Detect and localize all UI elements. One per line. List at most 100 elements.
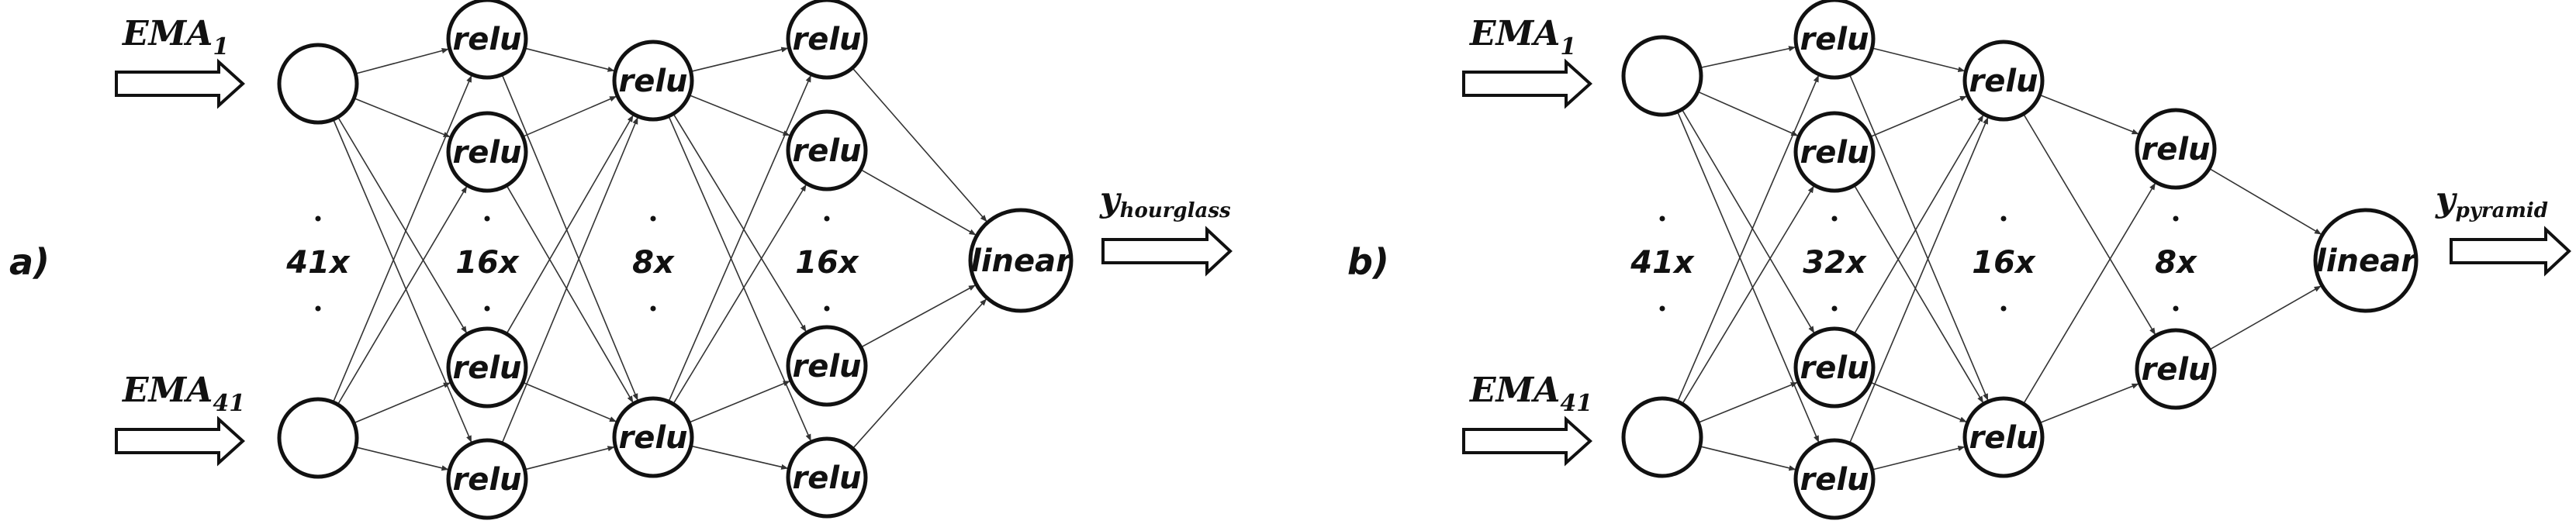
input-label-top: EMA1 [1468,14,1576,60]
connection-arrow [506,184,634,403]
layer-count: 8x [632,245,675,281]
layer-count: 16x [1972,245,2036,281]
hidden-node [786,109,868,191]
ellipsis-dot [2173,215,2179,222]
output-label: yhourglass [1099,180,1231,222]
input-arrow-bottom [1462,415,1592,467]
ellipsis-dot [650,215,656,222]
panel-a: EMA1 EMA41 a) 41x relu relu relu relu 16… [9,0,1233,520]
hidden-node [612,40,694,122]
input-label-top: EMA1 [121,14,229,60]
hidden-node [1793,111,1876,193]
node-label: relu [1800,462,1869,498]
connection-arrow [1681,109,1815,333]
connection-arrow [2022,182,2156,405]
input-arrow-top [115,58,245,109]
node-label: relu [2141,352,2210,388]
connection-arrow [1869,381,1967,422]
connection-arrow [2022,113,2156,336]
layer-count: 41x [1630,245,1695,281]
connection-arrow [688,381,790,423]
edges [332,47,987,471]
connection-arrow [1853,115,1984,335]
layer-count: 16x [455,245,520,281]
connection-arrow [1869,95,1967,138]
panel-label: a) [9,241,50,283]
connection-arrow [2039,383,2139,424]
hidden-node [446,326,528,409]
ellipsis-dot [650,305,656,312]
hidden-node [1793,0,1876,80]
connection-arrow [1699,446,1796,471]
connection-arrow [354,97,451,138]
node-label: relu [1800,135,1869,171]
connection-arrow [1853,184,1984,404]
hidden-node [446,438,528,520]
ellipsis-dot [2000,305,2007,312]
connection-arrow [501,74,638,401]
connection-arrow [673,184,807,405]
connection-arrow [860,169,977,236]
connection-arrow [690,445,789,470]
layer-count: 32x [1803,245,1867,281]
connection-arrow [1699,46,1796,69]
node-label: relu [1969,64,2038,99]
hidden-node [1962,396,2045,478]
output-node [2313,208,2419,313]
connection-arrow [353,382,451,424]
ellipsis-dot [2000,215,2007,222]
layer-count: 41x [285,245,351,281]
output-node [968,208,1074,313]
ellipsis-dot [484,215,490,222]
ellipsis-dot [484,305,490,312]
hidden-node [2135,108,2217,190]
hidden-node [446,0,528,80]
node-label: relu [452,22,521,57]
connection-arrow [355,47,449,74]
edges [1676,46,2322,471]
hidden-node [612,396,694,478]
connection-arrow [852,298,987,450]
connection-arrow [524,47,615,72]
connection-arrow [860,284,976,348]
connection-arrow [1872,445,1966,471]
connection-arrow [501,117,638,444]
connection-arrow [2209,285,2322,350]
connection-arrow [1848,117,1989,444]
ellipsis-dot [824,305,830,312]
connection-arrow [522,381,617,422]
input-node [277,397,359,479]
ellipsis-dot [1659,305,1665,312]
output-node-label: linear [2315,243,2418,279]
hidden-node [446,111,528,193]
node-label: relu [1800,350,1869,386]
connection-arrow [337,186,468,405]
ellipsis-dot [2173,305,2179,312]
connection-arrow [668,74,811,402]
node-label: relu [452,462,521,498]
connection-arrow [689,94,790,136]
connection-arrow [337,116,468,334]
ellipsis-dot [1831,305,1838,312]
connection-arrow [852,67,987,222]
node-label: relu [452,135,521,171]
node-label: relu [618,420,687,456]
output-arrow [2450,226,2571,277]
input-node [1621,396,1703,478]
input-node [277,43,359,125]
connection-arrow [522,95,617,138]
ellipsis-dot [1831,215,1838,222]
panel-label: b) [1347,241,1389,283]
node-label: relu [792,133,861,169]
input-label-bottom: EMA41 [1468,371,1592,417]
hidden-node [2135,328,2217,410]
node-label: relu [792,22,861,57]
input-label-bottom: EMA41 [121,371,245,417]
node-label: relu [2141,132,2210,167]
connection-arrow [506,115,634,335]
connection-arrow [524,446,615,471]
ellipsis-dot [824,215,830,222]
connection-arrow [1697,91,1799,136]
ellipsis-dot [315,305,321,312]
